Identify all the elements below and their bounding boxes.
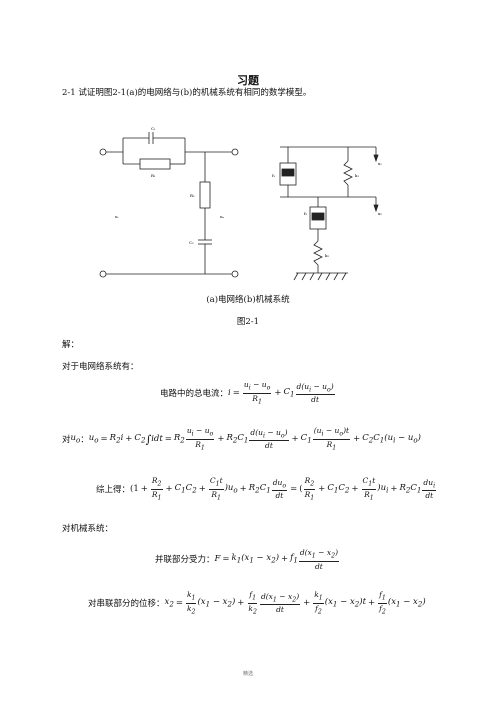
output-terminal-top [231,148,239,156]
input-terminal-top [99,148,107,156]
figure-number: 图2-1 [236,317,260,327]
label-f2: f₂ [304,211,307,216]
combined-label: 综上得： [96,485,131,495]
label-x1: x₁ [378,161,382,166]
figure-caption: (a)电网络(b)机械系统 [206,295,290,305]
output-terminal-bottom [231,270,239,278]
label-c1: C₁ [151,126,156,131]
mechanical-intro: 对机械系统： [62,524,114,534]
label-ui: uᵢ [115,214,119,219]
label-f1: f₁ [272,173,275,178]
label-r2: R₂ [190,193,195,198]
label-k2: k₂ [325,253,329,258]
current-label: 电路中的总电流： [160,389,229,399]
parallel-force-equation: 并联部分受力： F=k1(x1 − x2)+f1 d(x1 − x2)dt [155,548,339,571]
label-k1: k₁ [355,173,359,178]
label-uo: uₒ [220,214,225,219]
label-x2: x₂ [378,211,382,216]
parallel-label: 并联部分受力： [155,555,215,566]
label-r1: R₁ [151,173,156,178]
label-c2: C₂ [189,240,194,245]
page-footer: 精选 [242,671,253,677]
series-label: 对串联部分的位移： [88,599,165,609]
solution-label: 解： [62,340,80,350]
problem-statement: 2-1 试证明图2-1(a)的电网络与(b)的机械系统有相同的数学模型。 [62,88,312,98]
electrical-network-figure: C₁ R₁ R₂ C₂ uᵢ uₒ [99,126,239,278]
electrical-intro: 对于电网络系统有： [62,362,139,372]
mechanical-system-figure: f₁ k₁ x₁ f₂ k₂ x₂ [272,146,382,281]
uo-label: 对 [62,435,71,445]
input-terminal-bottom [99,270,107,278]
page-title: 习题 [237,74,259,87]
